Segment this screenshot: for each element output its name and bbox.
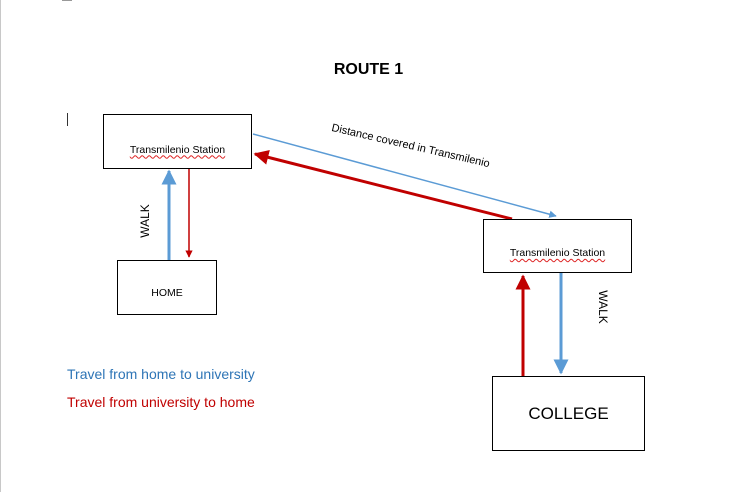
college-box: COLLEGE: [492, 376, 645, 451]
text-cursor: [67, 113, 68, 126]
page-edge: [0, 0, 1, 492]
home-label: HOME: [151, 286, 183, 299]
diagram-title: ROUTE 1: [333, 61, 404, 78]
college-label: COLLEGE: [528, 403, 609, 423]
station-2-label: Transmilenio Station: [509, 247, 606, 259]
walk-label-left: WALK: [137, 204, 152, 238]
home-box: HOME: [117, 260, 217, 315]
corner-mark: [62, 0, 72, 1]
station-1-box: Transmilenio Station: [103, 114, 252, 169]
walk-label-right: WALK: [595, 290, 610, 324]
legend-to-home: Travel from university to home: [67, 394, 255, 410]
legend-to-university: Travel from home to university: [67, 366, 255, 382]
station-1-label: Transmilenio Station: [129, 143, 226, 156]
arrow-station-1-to-station-2: [252, 133, 557, 218]
arrow-station-2-to-station-1: [253, 150, 513, 221]
station-2-box: Transmilenio Station: [483, 219, 632, 273]
